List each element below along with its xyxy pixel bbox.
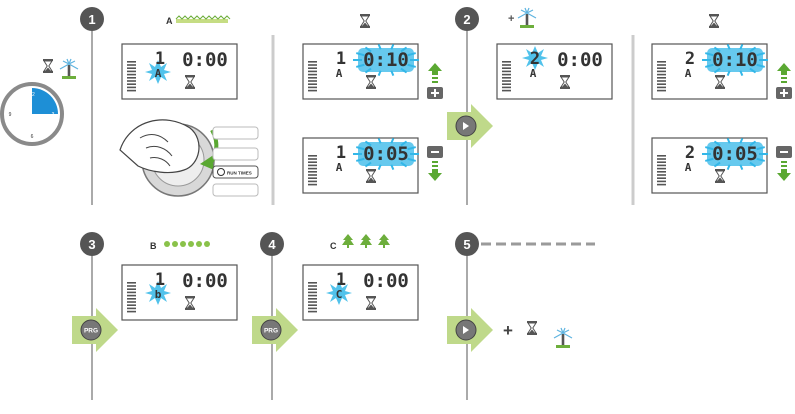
sprinkler-icon <box>553 327 573 349</box>
program-letter: A <box>336 161 343 174</box>
step-badge-5: 5 <box>455 232 479 256</box>
program-a-label: A <box>166 15 231 26</box>
program-letter: A <box>685 161 692 174</box>
program-letter: A <box>530 67 537 80</box>
svg-text:A: A <box>166 16 173 26</box>
prg-button-icon[interactable]: PRG <box>72 308 118 352</box>
hourglass-icon <box>708 13 720 29</box>
station-number: 1 <box>336 143 346 163</box>
program-letter: A <box>685 67 692 80</box>
station-number: 2 <box>685 143 695 163</box>
svg-text:4: 4 <box>268 237 276 252</box>
station-bars <box>657 155 666 186</box>
station-number: 2 <box>530 49 540 69</box>
blink-highlight <box>358 142 414 166</box>
minus-button-icon[interactable] <box>427 146 443 158</box>
lcd-display: 2 0:10A <box>651 43 768 100</box>
arrow-up-icon <box>777 63 791 83</box>
hourglass-icon <box>526 320 538 336</box>
dial-hand-illustration: RUN TIMES <box>119 119 259 197</box>
tree-icon <box>360 234 372 248</box>
svg-text:6: 6 <box>31 134 34 140</box>
dial-icon: 12 3 6 9 <box>0 58 79 146</box>
next-arrow-icon[interactable] <box>447 308 493 352</box>
station-bars <box>127 61 136 92</box>
lcd-display: 1 0:00 b <box>121 264 238 321</box>
step-badge-4: 4 <box>260 232 284 256</box>
program-b-label: B <box>150 241 210 251</box>
blink-highlight <box>707 48 763 72</box>
run-time: 0:10 <box>363 49 409 71</box>
station-number: 1 <box>336 270 346 290</box>
program-letter: b <box>155 288 162 301</box>
svg-text:PRG: PRG <box>84 328 98 335</box>
program-c-label: C <box>330 234 390 251</box>
station-bars <box>308 282 317 313</box>
tree-icon <box>342 234 354 248</box>
station-number: 2 <box>685 49 695 69</box>
station-bars <box>502 61 511 92</box>
step-badge-3: 3 <box>80 232 104 256</box>
next-arrow-icon[interactable] <box>447 104 493 148</box>
step-5-combo: + <box>503 320 573 349</box>
lcd-display: 2 0:00A <box>496 43 613 100</box>
station-bars <box>127 282 136 313</box>
run-time: 0:00 <box>182 49 228 71</box>
tree-icon <box>378 234 390 248</box>
lcd-display: 1 0:05A <box>302 137 419 194</box>
hourglass-icon <box>359 13 371 29</box>
blink-highlight <box>707 142 763 166</box>
program-letter: C <box>336 288 343 301</box>
plus-button-icon[interactable] <box>427 87 443 99</box>
step-badge-2: 2 <box>455 7 479 31</box>
svg-text:B: B <box>150 241 157 251</box>
plus-sprinkler-label: + <box>508 7 537 29</box>
plus-button-icon[interactable] <box>776 87 792 99</box>
sprinkler-icon <box>59 58 79 80</box>
station-number: 1 <box>155 270 165 290</box>
lcd-display: 1 0:10A <box>302 43 419 100</box>
lcd-display: 1 0:00C <box>302 264 419 321</box>
svg-text:3: 3 <box>88 237 95 252</box>
arrow-down-icon <box>428 161 442 181</box>
run-time: 0:05 <box>363 143 409 165</box>
svg-text:+: + <box>508 13 514 25</box>
minus-button-icon[interactable] <box>776 146 792 158</box>
svg-text:3: 3 <box>52 112 55 118</box>
run-time: 0:10 <box>712 49 758 71</box>
lcd-display: 1 0:00A <box>121 43 238 100</box>
sprinkler-icon <box>517 7 537 29</box>
svg-text:9: 9 <box>9 112 12 118</box>
program-letter: A <box>336 67 343 80</box>
svg-text:+: + <box>503 321 513 340</box>
svg-text:5: 5 <box>463 237 470 252</box>
run-time: 0:05 <box>712 143 758 165</box>
lcd-display: 2 0:05A <box>651 137 768 194</box>
station-bars <box>308 155 317 186</box>
station-bars <box>657 61 666 92</box>
svg-text:C: C <box>330 241 337 251</box>
step-badge-1: 1 <box>80 7 104 31</box>
station-number: 1 <box>336 49 346 69</box>
dial-highlight <box>32 88 58 114</box>
svg-text:12: 12 <box>29 92 35 98</box>
hourglass-icon <box>42 58 54 74</box>
run-time: 0:00 <box>557 49 603 71</box>
arrow-up-icon <box>428 63 442 83</box>
station-number: 1 <box>155 49 165 69</box>
station-bars <box>308 61 317 92</box>
svg-text:1: 1 <box>88 12 95 27</box>
prg-button-icon[interactable]: PRG <box>252 308 298 352</box>
run-time: 0:00 <box>363 270 409 292</box>
svg-text:RUN TIMES: RUN TIMES <box>227 171 252 176</box>
run-time: 0:00 <box>182 270 228 292</box>
program-letter: A <box>155 67 162 80</box>
blink-highlight <box>358 48 414 72</box>
svg-text:2: 2 <box>463 12 470 27</box>
arrow-down-icon <box>777 161 791 181</box>
svg-text:PRG: PRG <box>264 328 278 335</box>
